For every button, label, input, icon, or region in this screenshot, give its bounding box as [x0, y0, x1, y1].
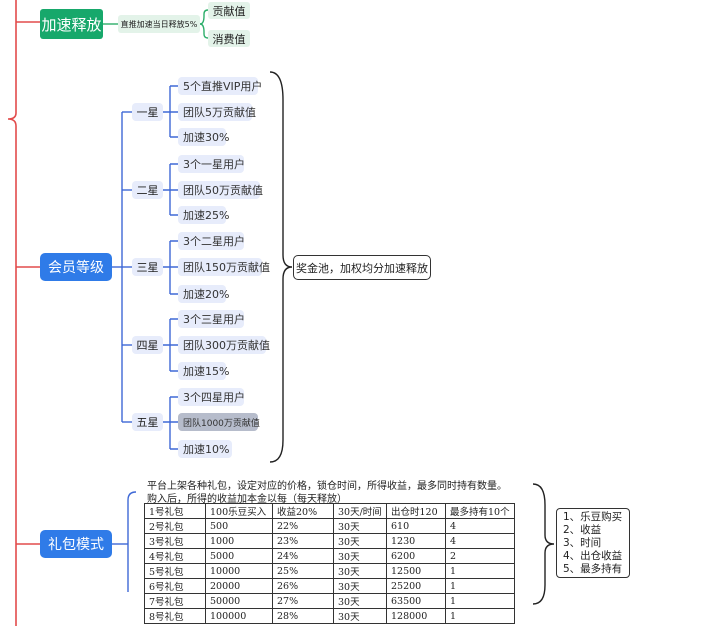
bonus-pool-box: 奖金池，加权均分加速释放	[293, 255, 431, 280]
table-cell: 1	[445, 563, 515, 579]
table-cell: 24%	[272, 548, 334, 564]
table-row: 5号礼包 10000 25% 30天 12500 1	[144, 563, 515, 579]
table-cell: 2	[445, 548, 515, 564]
consumption-value-node: 消费值	[208, 30, 250, 47]
table-cell: 30天	[333, 593, 387, 609]
table-cell: 50000	[205, 593, 273, 609]
table-cell: 4号礼包	[144, 548, 206, 564]
level-1-item-1: 5个直推VIP用户	[178, 77, 262, 95]
table-cell: 100乐豆买入	[205, 503, 273, 519]
level-1-star-node: 一星	[132, 103, 163, 121]
package-description-line-1: 平台上架各种礼包，设定对应的价格，锁仓时间，所得收益，最多同时持有数量。	[147, 481, 507, 492]
table-cell: 6号礼包	[144, 578, 206, 594]
accelerated-release-node: 加速释放	[40, 9, 103, 39]
table-row: 8号礼包 100000 28% 30天 128000 1	[144, 608, 515, 624]
level-4-star-node: 四星	[132, 336, 163, 354]
level-2-item-3: 加速25%	[178, 206, 229, 224]
table-cell: 收益20%	[272, 503, 334, 519]
level-4-item-2: 团队300万贡献值	[178, 336, 270, 354]
table-cell: 20000	[205, 578, 273, 594]
level-3-star-node: 三星	[132, 258, 163, 276]
table-cell: 100000	[205, 608, 273, 624]
table-cell: 1000	[205, 533, 273, 549]
level-5-item-1: 3个四星用户	[178, 388, 245, 406]
membership-level-node: 会员等级	[40, 253, 112, 281]
table-row: 6号礼包 20000 26% 30天 25200 1	[144, 578, 515, 594]
table-cell: 5000	[205, 548, 273, 564]
direct-push-release-node: 直推加速当日释放5%	[118, 15, 200, 33]
table-cell: 8号礼包	[144, 608, 206, 624]
note-item: 4、出仓收益	[563, 550, 623, 562]
table-cell: 30天	[333, 608, 387, 624]
table-cell: 28%	[272, 608, 334, 624]
table-cell: 5号礼包	[144, 563, 206, 579]
level-3-item-2: 团队150万贡献值	[178, 258, 270, 276]
level-3-item-1: 3个二星用户	[178, 232, 245, 250]
note-item: 1、乐豆购买	[563, 511, 623, 523]
table-row: 3号礼包 1000 23% 30天 1230 4	[144, 533, 515, 549]
table-cell: 30天	[333, 533, 387, 549]
table-cell: 30天	[333, 548, 387, 564]
table-cell: 3号礼包	[144, 533, 206, 549]
table-cell: 23%	[272, 533, 334, 549]
table-cell: 63500	[386, 593, 446, 609]
table-cell: 128000	[386, 608, 446, 624]
table-cell: 最多持有10个	[445, 503, 515, 519]
gift-package-table: 1号礼包 100乐豆买入 收益20% 30天/时间 出仓时120 最多持有10个…	[144, 503, 515, 624]
table-cell: 出仓时120	[386, 503, 446, 519]
table-row: 4号礼包 5000 24% 30天 6200 2	[144, 548, 515, 564]
table-header-row: 1号礼包 100乐豆买入 收益20% 30天/时间 出仓时120 最多持有10个	[144, 503, 515, 519]
table-cell: 7号礼包	[144, 593, 206, 609]
level-2-item-1: 3个一星用户	[178, 155, 245, 173]
table-cell: 610	[386, 518, 446, 534]
gift-package-mode-node: 礼包模式	[40, 530, 112, 558]
level-1-item-3: 加速30%	[178, 128, 229, 146]
table-cell: 30天	[333, 578, 387, 594]
table-cell: 25200	[386, 578, 446, 594]
table-cell: 1	[445, 608, 515, 624]
note-item: 5、最多持有	[563, 563, 623, 575]
level-3-item-3: 加速20%	[178, 285, 229, 303]
package-notes-box: 1、乐豆购买 2、收益 3、时间 4、出仓收益 5、最多持有	[556, 508, 630, 578]
contribution-value-node: 贡献值	[208, 2, 250, 19]
note-item: 3、时间	[563, 537, 602, 549]
level-5-item-2: 团队1000万贡献值	[178, 413, 260, 431]
table-cell: 22%	[272, 518, 334, 534]
table-cell: 6200	[386, 548, 446, 564]
table-cell: 30天	[333, 563, 387, 579]
table-cell: 1	[445, 578, 515, 594]
level-2-star-node: 二星	[132, 181, 163, 199]
table-cell: 1230	[386, 533, 446, 549]
table-cell: 500	[205, 518, 273, 534]
level-4-item-3: 加速15%	[178, 362, 229, 380]
table-row: 7号礼包 50000 27% 30天 63500 1	[144, 593, 515, 609]
table-cell: 26%	[272, 578, 334, 594]
table-cell: 12500	[386, 563, 446, 579]
table-cell: 10000	[205, 563, 273, 579]
level-4-item-1: 3个三星用户	[178, 310, 245, 328]
table-cell: 2号礼包	[144, 518, 206, 534]
table-cell: 30天	[333, 518, 387, 534]
level-1-item-2: 团队5万贡献值	[178, 103, 256, 121]
note-item: 2、收益	[563, 524, 602, 536]
table-cell: 1	[445, 593, 515, 609]
table-row: 2号礼包 500 22% 30天 610 4	[144, 518, 515, 534]
level-2-item-2: 团队50万贡献值	[178, 181, 263, 199]
table-cell: 4	[445, 518, 515, 534]
table-cell: 4	[445, 533, 515, 549]
table-cell: 25%	[272, 563, 334, 579]
package-description-line-2: 购入后，所得的收益加本金以每（每天释放）	[147, 494, 347, 505]
table-cell: 27%	[272, 593, 334, 609]
level-5-star-node: 五星	[132, 413, 163, 431]
level-5-item-3: 加速10%	[178, 440, 232, 458]
table-cell: 30天/时间	[333, 503, 387, 519]
table-cell: 1号礼包	[144, 503, 206, 519]
